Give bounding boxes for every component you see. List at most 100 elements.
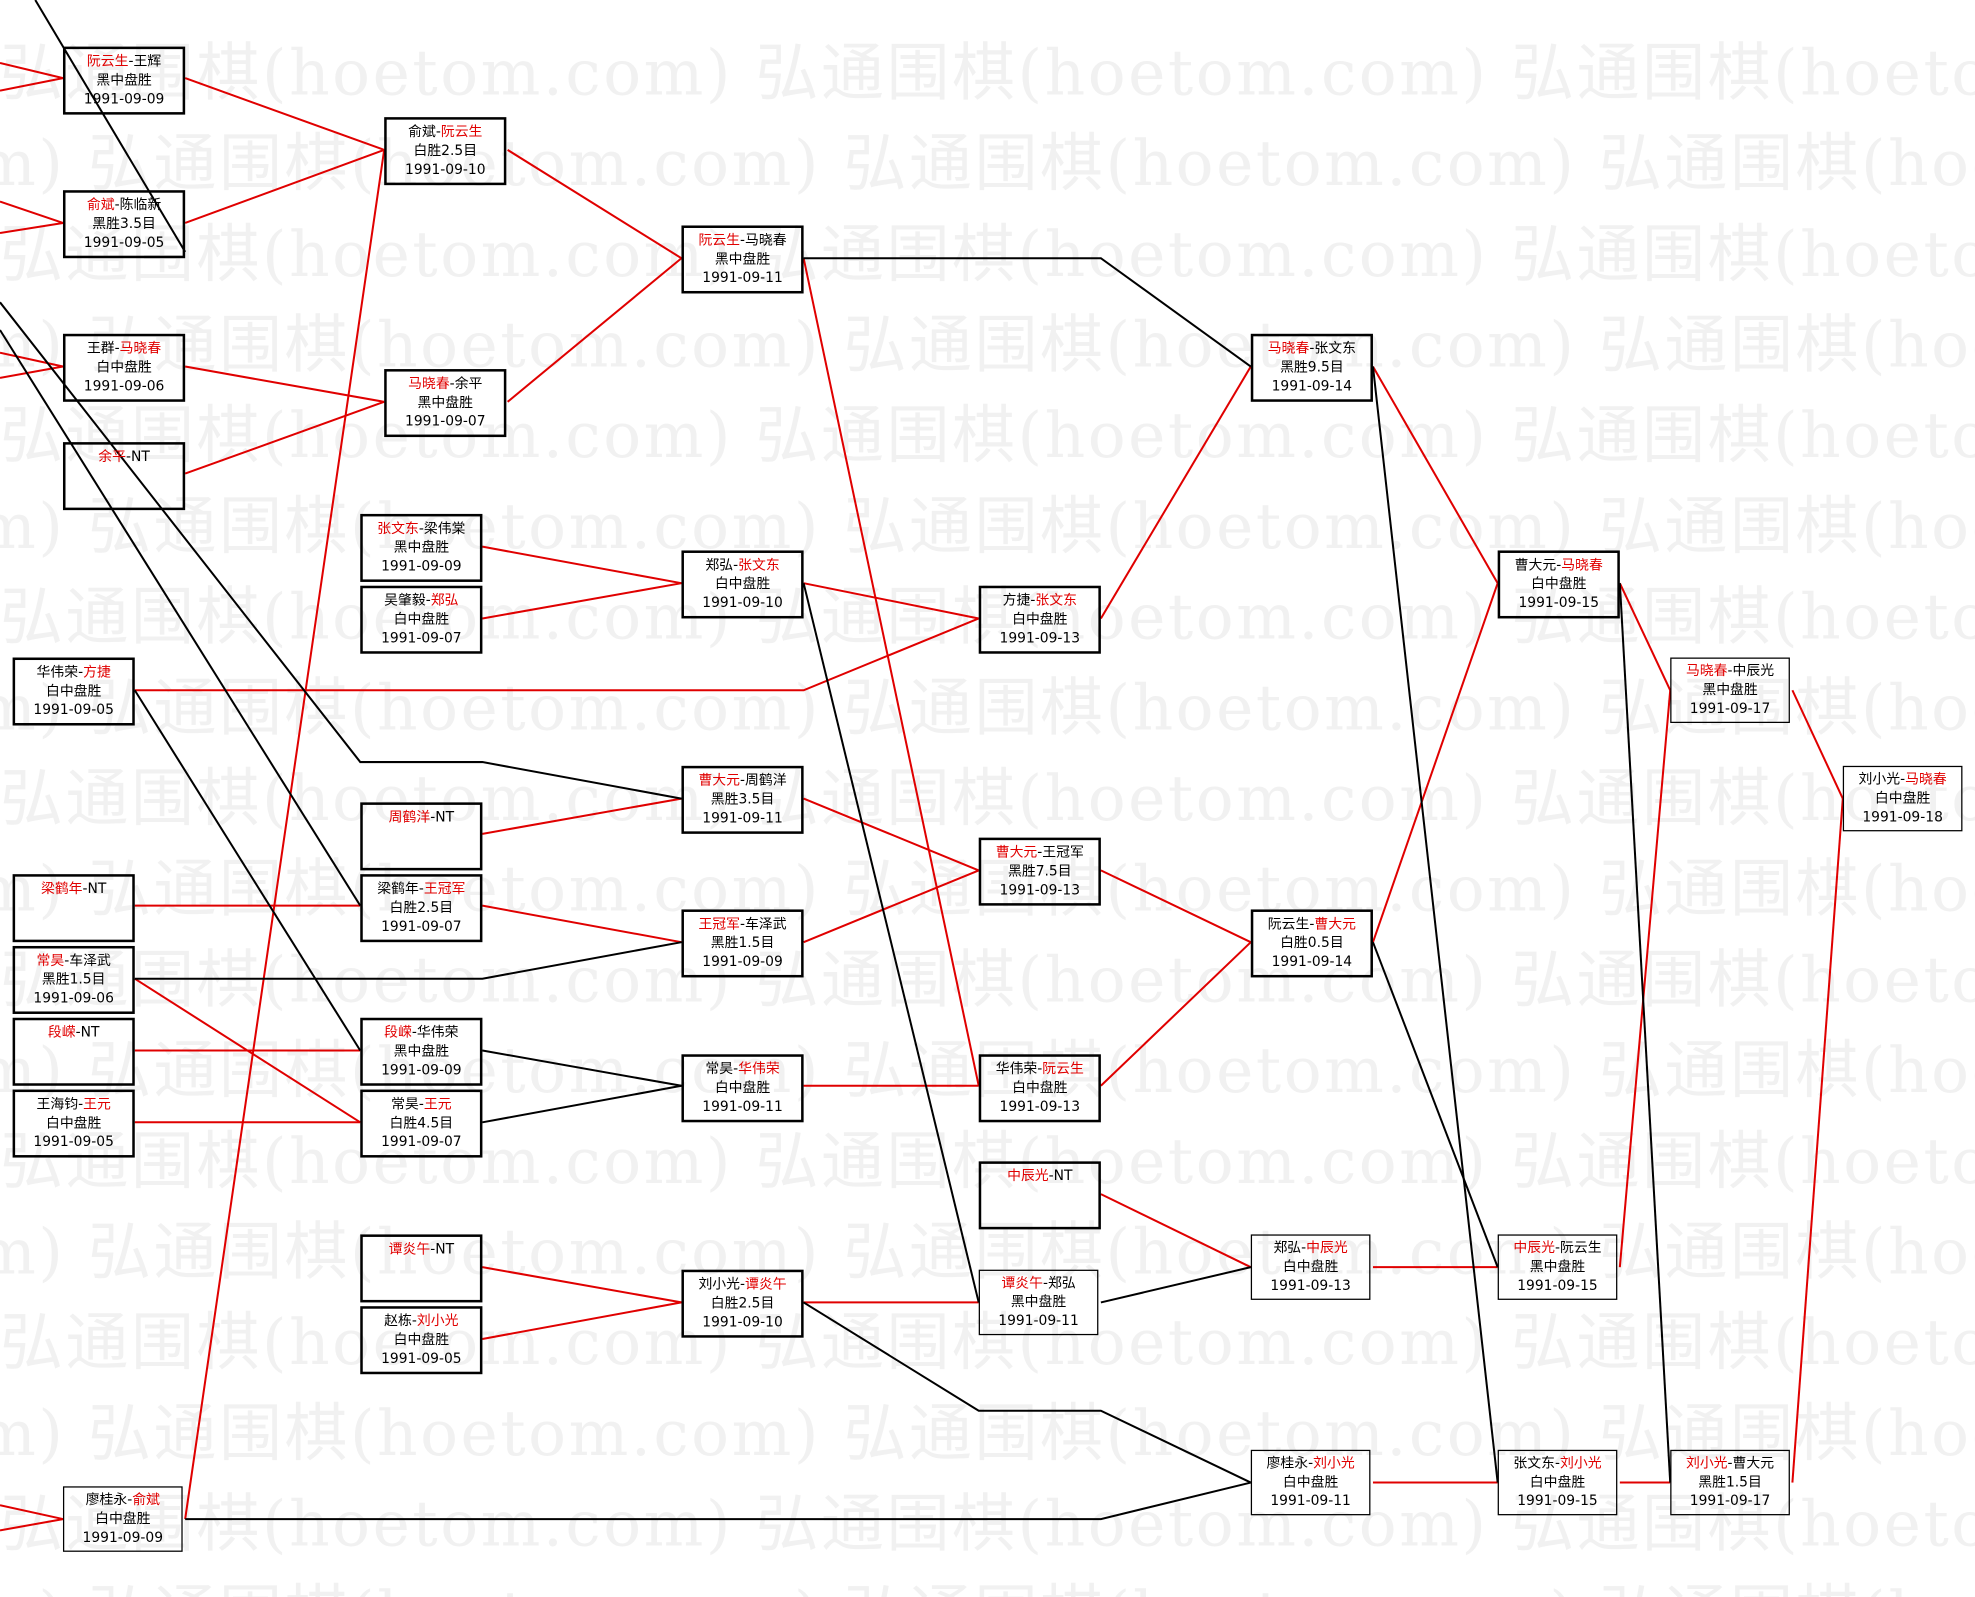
game-players: 郑弘-中辰光 [1252,1238,1369,1257]
game-players: 张文东-梁伟棠 [363,519,480,538]
watermark-row: 弘通围棋(hoetom.com) 弘通围棋(hoetom.com) 弘通围棋(h… [0,1487,1975,1561]
separator: - [425,592,431,609]
game-players: 周鹤洋-NT [363,807,480,826]
separator: - [1037,1060,1043,1077]
loser-name: 余平 [454,375,483,392]
loser-connector-line [803,1301,1252,1484]
loser-name: NT [131,448,150,465]
separator: - [82,880,88,897]
game-result: 白中盘胜 [1531,575,1587,593]
loser-name: 中辰光 [1732,662,1775,679]
winner-name: 刘小光 [1685,1454,1728,1472]
separator: - [1900,770,1906,788]
winner-connector-line [0,200,64,224]
game-players: 方捷-张文东 [981,591,1098,610]
separator: - [78,663,84,681]
separator: - [418,880,424,897]
winner-name: 阮云生 [698,231,741,249]
game-box[interactable]: 梁鹤年-NT [12,874,135,943]
separator: - [1556,556,1562,574]
game-result: 黑胜9.5目 [1280,358,1344,376]
game-players: 中辰光-NT [981,1166,1098,1185]
game-box[interactable]: 谭炎午-NT [360,1234,483,1303]
game-players: 常昊-车泽武 [15,951,132,970]
loser-name: 赵栋 [384,1312,412,1329]
winner-connector-line [1791,689,1844,800]
separator: - [1030,592,1036,609]
separator: - [411,1024,417,1041]
separator: - [1037,843,1043,861]
winner-connector-line [0,62,64,80]
game-result: 白中盘胜 [96,358,152,376]
loser-name: 方捷 [1002,592,1031,609]
winner-connector-line [184,149,386,1520]
game-players: 华伟荣-阮云生 [981,1059,1098,1078]
game-box[interactable]: 余平-NT [62,442,186,511]
loser-name: NT [1053,1167,1073,1185]
game-box[interactable]: 中辰光-NT [978,1161,1101,1230]
game-players: 余平-NT [65,447,182,466]
winner-name: 方捷 [83,663,111,681]
game-result: 白胜0.5目 [1280,934,1344,951]
game-players: 马晓春-张文东 [1253,339,1370,358]
game-players: 刘小光-曹大元 [1671,1454,1788,1473]
game-box[interactable]: 段嵘-NT [12,1017,135,1086]
winner-name: 周鹤洋 [388,808,431,826]
game-box[interactable]: 周鹤洋-NT [360,802,483,871]
game-date: 1991-09-13 [999,629,1081,647]
game-date: 1991-09-14 [1271,953,1353,970]
game-players: 常昊-王元 [363,1095,480,1114]
game-date: 1991-09-10 [702,1313,783,1331]
separator: - [1308,1454,1314,1472]
winner-name: 马晓春 [1267,340,1310,357]
winner-name: 阮云生 [1042,1060,1084,1077]
loser-name: 张文东 [1314,340,1356,357]
game-date: 1991-09-15 [1518,594,1600,611]
winner-connector-line [1100,1193,1252,1269]
game-players: 刘小光-马晓春 [1844,770,1961,789]
game-result: 黑胜1.5目 [1698,1473,1762,1491]
game-result: 黑中盘胜 [1529,1258,1586,1275]
game-result: 黑胜3.5目 [92,215,156,232]
loser-connector-line [482,1084,682,1124]
loser-name: 车泽武 [69,952,111,969]
game-players: 谭炎午-NT [363,1239,480,1258]
game-date: 1991-09-05 [33,1133,114,1151]
winner-connector-line [0,1518,64,1532]
